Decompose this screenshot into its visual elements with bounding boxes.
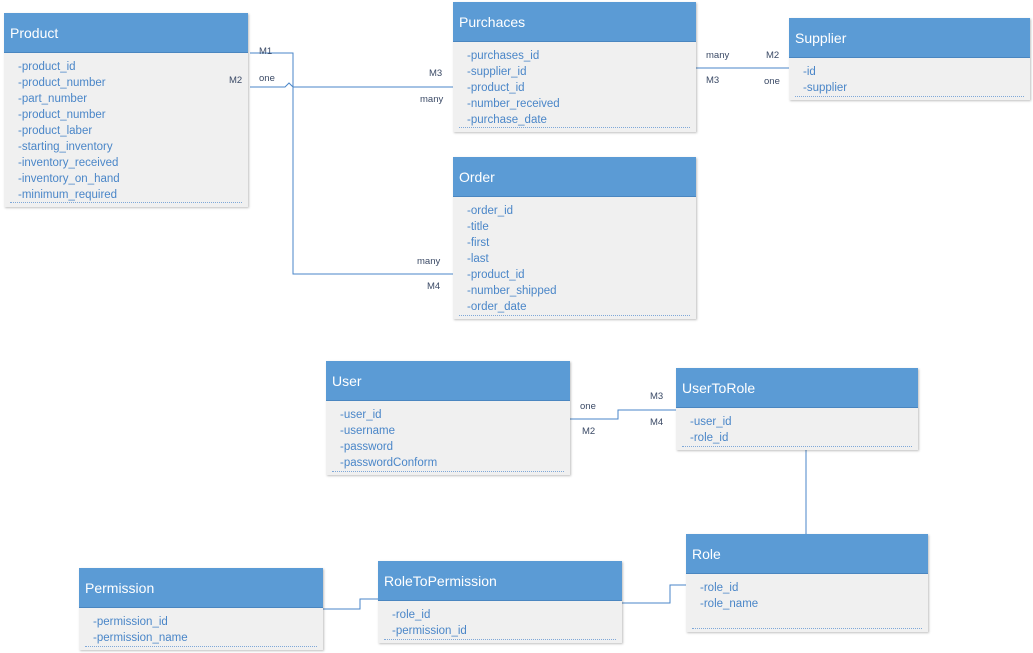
label-user-m2: M2 — [582, 426, 596, 437]
attribute: id — [803, 64, 1030, 80]
entity-title: Product — [10, 24, 59, 41]
attribute: number_shipped — [467, 283, 696, 299]
attribute: part_number — [18, 91, 248, 107]
supplier-entity[interactable]: Supplier id supplier — [789, 18, 1030, 100]
entity-header: Purchaces — [453, 2, 696, 42]
entity-divider — [682, 446, 912, 447]
label-usertorole-m3: M3 — [650, 391, 664, 402]
attribute: first — [467, 235, 696, 251]
attribute-list: purchases_id supplier_id product_id numb… — [453, 42, 696, 128]
attribute: product_number — [18, 75, 248, 91]
attribute: password — [340, 439, 570, 455]
attribute: product_id — [467, 80, 696, 96]
attribute-list: role_id role_name — [686, 574, 928, 612]
attribute: permission_id — [93, 614, 323, 630]
permission-entity[interactable]: Permission permission_id permission_name — [79, 568, 323, 650]
attribute-list: permission_id permission_name — [79, 608, 323, 646]
entity-title: Order — [459, 168, 495, 185]
attribute-list: product_id product_number part_number pr… — [4, 53, 248, 203]
attribute: user_id — [340, 407, 570, 423]
entity-divider — [459, 315, 690, 316]
attribute: permission_id — [392, 623, 622, 639]
attribute: purchases_id — [467, 48, 696, 64]
attribute: last — [467, 251, 696, 267]
entity-header: RoleToPermission — [378, 561, 622, 601]
attribute: purchase_date — [467, 112, 696, 128]
order-entity[interactable]: Order order_id title first last product_… — [453, 157, 696, 319]
attribute: starting_inventory — [18, 139, 248, 155]
label-supplier-m2: M2 — [766, 50, 780, 61]
attribute: product_number — [18, 107, 248, 123]
entity-divider — [10, 202, 242, 203]
attribute-list: user_id role_id — [676, 408, 918, 446]
attribute: order_date — [467, 299, 696, 315]
edge-product-purchaces — [250, 82, 453, 88]
edge-roletopermission-permission — [323, 598, 378, 610]
entity-header: Permission — [79, 568, 323, 608]
entity-header: Supplier — [789, 18, 1030, 58]
label-user-one: one — [580, 401, 596, 412]
label-product-one: one — [259, 73, 275, 84]
entity-title: Purchaces — [459, 13, 526, 30]
entity-title: Role — [692, 545, 721, 562]
label-supplier-m3: M3 — [706, 75, 720, 86]
attribute: username — [340, 423, 570, 439]
label-supplier-one: one — [764, 76, 780, 87]
label-order-m4: M4 — [427, 281, 441, 292]
attribute: supplier_id — [467, 64, 696, 80]
attribute: supplier — [803, 80, 1030, 96]
attribute: order_id — [467, 203, 696, 219]
entity-title: Supplier — [795, 29, 847, 46]
purchaces-entity[interactable]: Purchaces purchases_id supplier_id produ… — [453, 2, 696, 132]
label-product-m1: M1 — [259, 46, 273, 57]
label-supplier-many: many — [706, 50, 730, 61]
attribute-list: user_id username password passwordConfor… — [326, 401, 570, 471]
label-product-m2: M2 — [229, 75, 243, 86]
entity-header: UserToRole — [676, 368, 918, 408]
edge-product-order — [250, 52, 453, 275]
attribute: inventory_on_hand — [18, 171, 248, 187]
attribute: role_id — [690, 430, 918, 446]
attribute-list: id supplier — [789, 58, 1030, 96]
product-entity[interactable]: Product product_id product_number part_n… — [4, 13, 248, 207]
entity-divider — [384, 639, 616, 640]
role-entity[interactable]: Role role_id role_name — [686, 534, 928, 632]
label-purchaces-many: many — [420, 94, 444, 105]
label-purchaces-m3: M3 — [429, 68, 443, 79]
label-order-many: many — [417, 256, 441, 267]
entity-title: Permission — [85, 579, 155, 596]
attribute: permission_name — [93, 630, 323, 646]
attribute: product_id — [467, 267, 696, 283]
entity-divider — [459, 127, 690, 128]
entity-header: Role — [686, 534, 928, 574]
attribute: role_id — [392, 607, 622, 623]
entity-divider — [795, 96, 1024, 97]
entity-title: User — [332, 372, 362, 389]
attribute: role_name — [700, 596, 928, 612]
attribute: title — [467, 219, 696, 235]
attribute: passwordConform — [340, 455, 570, 471]
entity-title: RoleToPermission — [384, 572, 497, 589]
attribute: product_laber — [18, 123, 248, 139]
attribute: product_id — [18, 59, 248, 75]
usertorole-entity[interactable]: UserToRole user_id role_id — [676, 368, 918, 450]
user-entity[interactable]: User user_id username password passwordC… — [326, 361, 570, 475]
attribute: user_id — [690, 414, 918, 430]
edge-role-roletopermission — [622, 584, 686, 604]
attribute: number_received — [467, 96, 696, 112]
attribute: inventory_received — [18, 155, 248, 171]
attribute-list: role_id permission_id — [378, 601, 622, 639]
entity-header: User — [326, 361, 570, 401]
attribute: minimum_required — [18, 187, 248, 203]
label-usertorole-m4: M4 — [650, 417, 664, 428]
entity-divider — [332, 471, 564, 472]
attribute: role_id — [700, 580, 928, 596]
entity-divider — [692, 628, 922, 629]
entity-header: Product — [4, 13, 248, 53]
attribute-list: order_id title first last product_id num… — [453, 197, 696, 315]
entity-divider — [85, 646, 317, 647]
entity-header: Order — [453, 157, 696, 197]
entity-title: UserToRole — [682, 379, 756, 396]
roletopermission-entity[interactable]: RoleToPermission role_id permission_id — [378, 561, 622, 643]
